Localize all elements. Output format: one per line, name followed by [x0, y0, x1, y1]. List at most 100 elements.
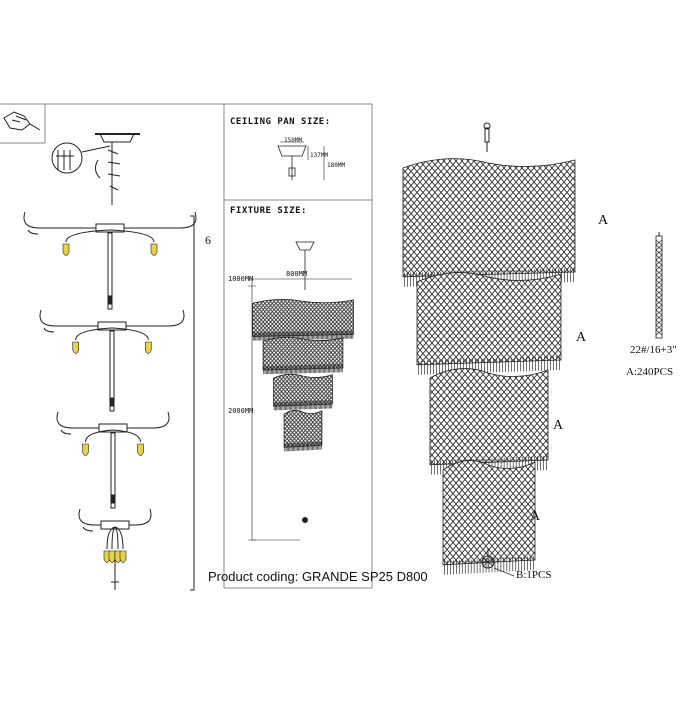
tier-frame-tip: [43, 327, 55, 333]
strand-link: [655, 269, 663, 276]
bulb-arm: [114, 526, 119, 550]
crystal-strand-part: [655, 232, 663, 339]
rod-coupling: [107, 295, 113, 305]
strand-link: [655, 264, 663, 271]
candle-bulb: [82, 443, 89, 456]
fixture-chain-label: 1000MM: [228, 275, 254, 283]
candle-bulb: [62, 243, 70, 256]
tier-fringe: [263, 364, 343, 375]
candle-bulb: [137, 443, 144, 456]
top-hook: [484, 127, 490, 143]
candle-bulb: [145, 341, 152, 354]
bulb-arm: [114, 526, 124, 550]
tier-fringe: [273, 400, 333, 411]
strand-link: [655, 294, 663, 301]
tier-hub: [98, 423, 128, 433]
pan-collar: [288, 167, 296, 177]
fixture-height-label: 2000MM: [228, 407, 254, 415]
bulb-arm: [65, 229, 111, 243]
tier-fringe: [444, 556, 534, 575]
strand-link: [655, 304, 663, 311]
strand-link: [655, 319, 663, 326]
tier-frame-tip: [82, 526, 94, 532]
ceiling-pan-title: CEILING PAN SIZE:: [230, 117, 331, 127]
product-coding-text: Product coding: GRANDE SP25 D800: [208, 569, 428, 584]
tier-connector-rod: [110, 432, 116, 509]
chandelier-tier-3: [273, 373, 333, 407]
strand-link: [655, 299, 663, 306]
bulb-arm: [112, 429, 141, 443]
tier-frame-tip: [27, 229, 39, 235]
height-dimension-bracket: [190, 215, 195, 591]
fixture-size-title: FIXTURE SIZE:: [230, 206, 307, 216]
crystal-ball-part: [481, 548, 515, 577]
tier-label-3: A: [553, 418, 564, 433]
strand-link: [655, 314, 663, 321]
detail-callout-circle: [51, 142, 83, 174]
candle-bulb: [108, 550, 116, 563]
chandelier-tier-1: [402, 158, 576, 278]
bulb-arm: [106, 526, 116, 550]
hook-part: [94, 159, 101, 179]
bottom-finial: [111, 560, 119, 590]
pan-height-label: 137MM: [310, 152, 329, 159]
fixture-width-label: 800MM: [286, 270, 308, 278]
strand-link: [655, 279, 663, 286]
bulb-arm: [111, 327, 149, 341]
fixture-size-view: [248, 241, 354, 541]
small-canopy: [295, 241, 315, 251]
strand-link: [655, 259, 663, 266]
tier-fringe: [284, 441, 322, 452]
crystal-strand-spec: 22#/16+3": [630, 344, 677, 356]
hand-tool-icon: [3, 111, 41, 131]
wire-detail: [56, 150, 74, 170]
strand-link: [655, 324, 663, 331]
chandelier-tier-3: [429, 368, 549, 466]
tier-label-1: A: [598, 213, 609, 228]
strand-link: [655, 274, 663, 281]
small-ball: [302, 517, 308, 523]
callout-leader: [81, 145, 111, 153]
strand-link: [655, 284, 663, 291]
tier-count-label: 6: [205, 233, 211, 247]
tier-frame-tip: [60, 429, 72, 435]
strand-link: [655, 329, 663, 336]
bulb-arm: [85, 429, 114, 443]
canopy-body: [99, 133, 135, 143]
chandelier-tier-2: [262, 336, 344, 371]
hook-ring: [483, 122, 491, 130]
strand-link: [655, 254, 663, 261]
ceiling-pan-detail: [277, 141, 325, 180]
chandelier-large-view: [402, 122, 576, 575]
tier-hub: [95, 223, 125, 233]
chandelier-tier-4: [442, 460, 536, 566]
hanging-rod-hardware: [107, 142, 121, 205]
tier-label-2: A: [576, 330, 587, 345]
bulb-arm: [75, 327, 113, 341]
candle-bulb: [119, 550, 127, 563]
strand-link: [655, 309, 663, 316]
candle-bulb: [72, 341, 79, 354]
tier-label-4: A: [530, 509, 541, 524]
rod-coupling: [110, 494, 116, 504]
chandelier-tier-4: [283, 409, 323, 448]
chandelier-tier-2: [416, 272, 562, 366]
strand-link: [655, 244, 663, 251]
chandelier-tier-1: [252, 299, 354, 337]
pan-dome: [277, 145, 307, 157]
tier-hub: [97, 321, 127, 331]
strand-link: [655, 289, 663, 296]
assembly-exploded-view: [23, 133, 197, 591]
ball-count-label: B:1PCS: [516, 569, 552, 581]
candle-bulb: [150, 243, 158, 256]
tier-connector-rod: [109, 330, 115, 412]
bulb-arm: [109, 229, 155, 243]
fixture-dimensions: [248, 278, 352, 541]
rod-coupling: [109, 397, 115, 407]
strand-link: [655, 249, 663, 256]
strand-link: [655, 239, 663, 246]
height-dim-line: [248, 278, 256, 541]
bulb-arm: [111, 526, 116, 550]
